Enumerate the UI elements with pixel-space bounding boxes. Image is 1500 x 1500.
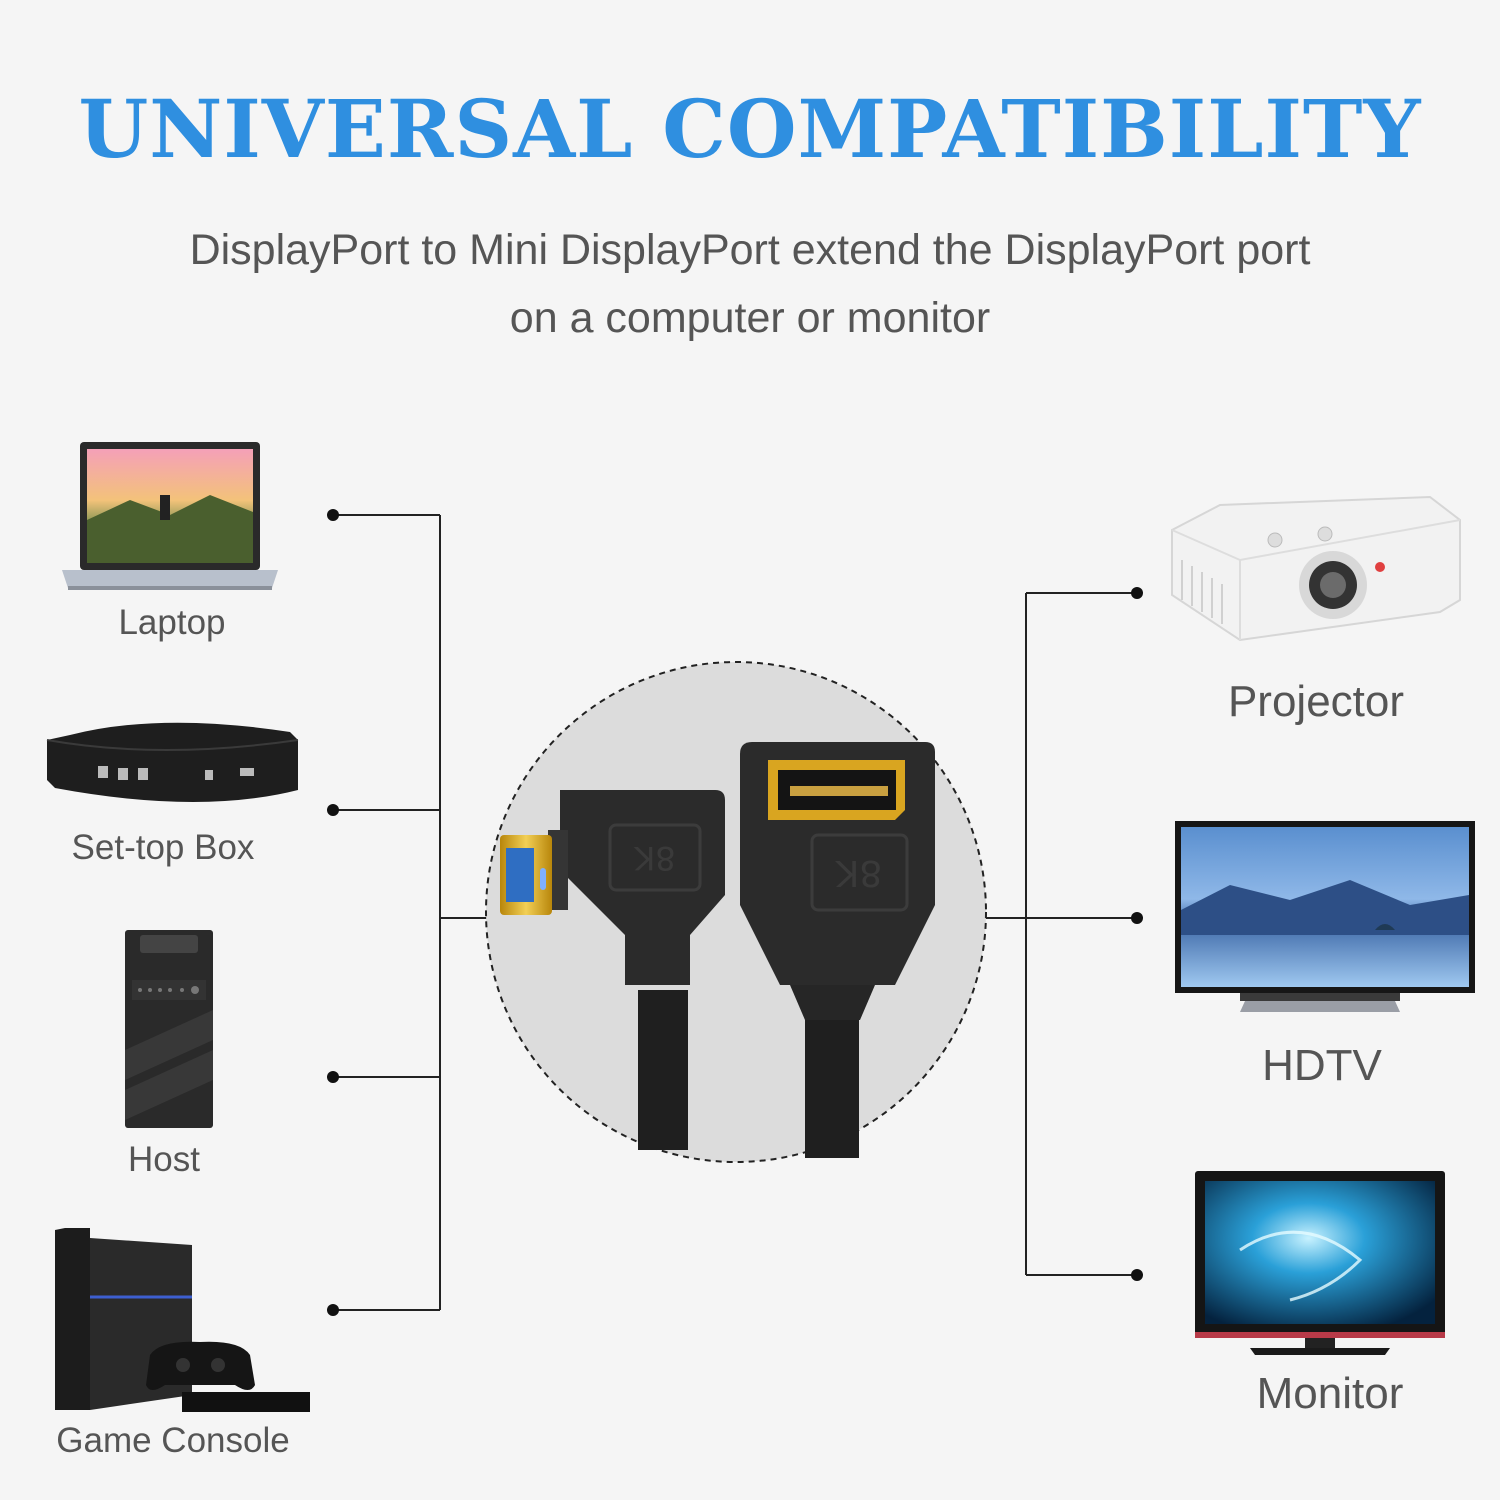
set-top-box-label: Set-top Box: [71, 828, 255, 867]
monitor-label: Monitor: [1256, 1369, 1404, 1418]
game-console-icon: [55, 1228, 310, 1412]
monitor-icon: [1195, 1171, 1445, 1355]
laptop-icon: [62, 442, 278, 590]
hdtv-icon: [1175, 821, 1475, 1012]
set-top-box-icon: [46, 722, 299, 803]
laptop-label: Laptop: [118, 603, 226, 642]
displayport-female-connector: 8K: [740, 742, 935, 1020]
mini-displayport-male-connector: 8K: [500, 790, 725, 985]
projector-label: Projector: [1227, 677, 1405, 726]
right-connector-lines: [985, 592, 1137, 1276]
cable-closeup: 8K 8K: [485, 661, 987, 1163]
host-label: Host: [128, 1140, 200, 1179]
page-title: UNIVERSAL COMPATIBILITY: [78, 82, 1422, 176]
female-marking: 8K: [834, 852, 882, 893]
projector-icon: [1171, 495, 1461, 642]
left-connector-lines: [333, 514, 488, 1311]
left-connector-dots: [327, 509, 339, 1316]
game-console-label: Game Console: [56, 1421, 290, 1460]
right-connector-dots: [1131, 587, 1143, 1281]
hdtv-label: HDTV: [1262, 1041, 1382, 1090]
pc-tower-icon: [125, 930, 213, 1128]
page-subtitle-line-2: on a computer or monitor: [509, 294, 991, 342]
male-marking: 8K: [633, 839, 675, 877]
page-subtitle-line-1: DisplayPort to Mini DisplayPort extend t…: [189, 226, 1311, 274]
